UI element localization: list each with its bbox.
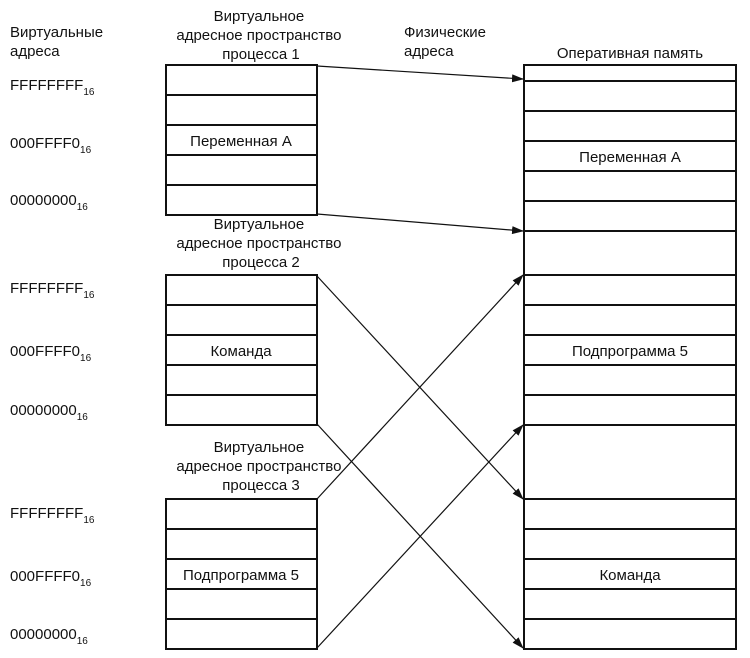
- arrow-process-3-top: [316, 274, 524, 500]
- ram-cell: [523, 230, 737, 276]
- ram-cell: [523, 110, 737, 142]
- process-2-cell: [165, 334, 318, 366]
- process-1-cell: [165, 64, 318, 96]
- process-3-memory-block: [165, 498, 318, 650]
- process-2-cell-label-command: Команда: [210, 343, 272, 360]
- process-1-cell-label-variable-a: Переменная A: [190, 133, 292, 150]
- mapping-arrows: [316, 65, 524, 649]
- ram-cell: [523, 364, 737, 396]
- process-3-cell: [165, 588, 318, 620]
- address-value: 00000000: [10, 192, 77, 209]
- address-base: 16: [83, 87, 95, 98]
- process-1-cell: [165, 94, 318, 126]
- process-3-cell: [165, 618, 318, 650]
- process-3-cell-label-subroutine-5: Подпрограмма 5: [183, 567, 299, 584]
- process-3-group: Виртуальное адресное пространство процес…: [10, 439, 345, 650]
- process-1-cell: [165, 184, 318, 216]
- process-1-title-line1: Виртуальное: [214, 8, 305, 25]
- address-base: 16: [83, 515, 95, 526]
- address-base: 16: [80, 145, 92, 156]
- address-value: FFFFFFFF: [10, 77, 83, 94]
- process-3-title-line1: Виртуальное: [214, 439, 305, 456]
- ram-cell: [523, 274, 737, 306]
- process-2-title-line1: Виртуальное: [214, 216, 305, 233]
- process-2-address-bottom: 0000000016: [10, 402, 88, 423]
- process-1-memory-block: [165, 64, 318, 216]
- ram-cell-label-subroutine-5: Подпрограмма 5: [572, 343, 688, 360]
- process-1-title-line3: процесса 1: [222, 46, 299, 63]
- address-base: 16: [77, 412, 89, 423]
- process-3-title-line2: адресное пространство: [176, 458, 341, 475]
- ram-cell: [523, 394, 737, 426]
- physical-addresses-header: Физические адреса: [404, 24, 490, 60]
- ram-cell: [523, 170, 737, 202]
- ram-cell: [523, 304, 737, 336]
- process-2-memory-block: [165, 274, 318, 426]
- process-2-cell: [165, 364, 318, 396]
- process-2-title-line2: адресное пространство: [176, 235, 341, 252]
- process-3-cell: [165, 528, 318, 560]
- process-1-address-bottom: 0000000016: [10, 192, 88, 213]
- ram-cell: [523, 80, 737, 112]
- process-1-cell: [165, 124, 318, 156]
- arrow-process-1-top: [316, 65, 524, 83]
- address-value: 00000000: [10, 626, 77, 643]
- arrow-process-3-bottom: [316, 424, 524, 649]
- process-3-title-line3: процесса 3: [222, 477, 299, 494]
- process-3-address-mid: 000FFFF016: [10, 568, 92, 589]
- process-2-group: Виртуальное адресное пространство процес…: [10, 216, 345, 426]
- ram-cell-label-command: Команда: [599, 567, 661, 584]
- process-2-title-line3: процесса 2: [222, 254, 299, 271]
- ram-cell: [523, 528, 737, 560]
- ram-cell: [523, 498, 737, 530]
- virtual-addresses-header: Виртуальные адреса: [10, 24, 107, 60]
- address-value: 000FFFF0: [10, 568, 80, 585]
- ram-block: [523, 64, 737, 650]
- process-3-cell: [165, 498, 318, 530]
- process-3-title: Виртуальное адресное пространство процес…: [176, 439, 345, 494]
- process-2-cell: [165, 304, 318, 336]
- ram-cell: [523, 424, 737, 500]
- process-1-group: Виртуальное адресное пространство процес…: [10, 8, 345, 216]
- ram-cell: [523, 588, 737, 620]
- process-2-title: Виртуальное адресное пространство процес…: [176, 216, 345, 271]
- process-1-address-top: FFFFFFFF16: [10, 77, 95, 98]
- ram-cell-label-variable-a: Переменная A: [579, 149, 681, 166]
- virtual-addresses-header-line1: Виртуальные: [10, 24, 103, 41]
- process-1-title: Виртуальное адресное пространство процес…: [176, 8, 345, 63]
- process-1-cell: [165, 154, 318, 186]
- physical-addresses-header-line2: адреса: [404, 43, 454, 60]
- arrow-process-1-bottom: [316, 213, 524, 235]
- address-base: 16: [83, 290, 95, 301]
- address-value: 00000000: [10, 402, 77, 419]
- process-3-address-bottom: 0000000016: [10, 626, 88, 647]
- address-value: 000FFFF0: [10, 135, 80, 152]
- process-1-title-line2: адресное пространство: [176, 27, 341, 44]
- address-value: FFFFFFFF: [10, 505, 83, 522]
- address-base: 16: [80, 578, 92, 589]
- ram-header: Оперативная память: [557, 45, 703, 62]
- ram-cell: [523, 558, 737, 590]
- address-base: 16: [77, 636, 89, 647]
- process-2-address-mid: 000FFFF016: [10, 343, 92, 364]
- process-1-address-mid: 000FFFF016: [10, 135, 92, 156]
- address-base: 16: [80, 353, 92, 364]
- address-value: FFFFFFFF: [10, 280, 83, 297]
- ram-cell: [523, 200, 737, 232]
- address-base: 16: [77, 202, 89, 213]
- virtual-addresses-header-line2: адреса: [10, 43, 60, 60]
- address-value: 000FFFF0: [10, 343, 80, 360]
- process-3-address-top: FFFFFFFF16: [10, 505, 95, 526]
- process-2-cell: [165, 394, 318, 426]
- physical-addresses-header-line1: Физические: [404, 24, 486, 41]
- process-2-cell: [165, 274, 318, 306]
- ram-cell: [523, 64, 737, 82]
- process-2-address-top: FFFFFFFF16: [10, 280, 95, 301]
- ram-cell: [523, 618, 737, 650]
